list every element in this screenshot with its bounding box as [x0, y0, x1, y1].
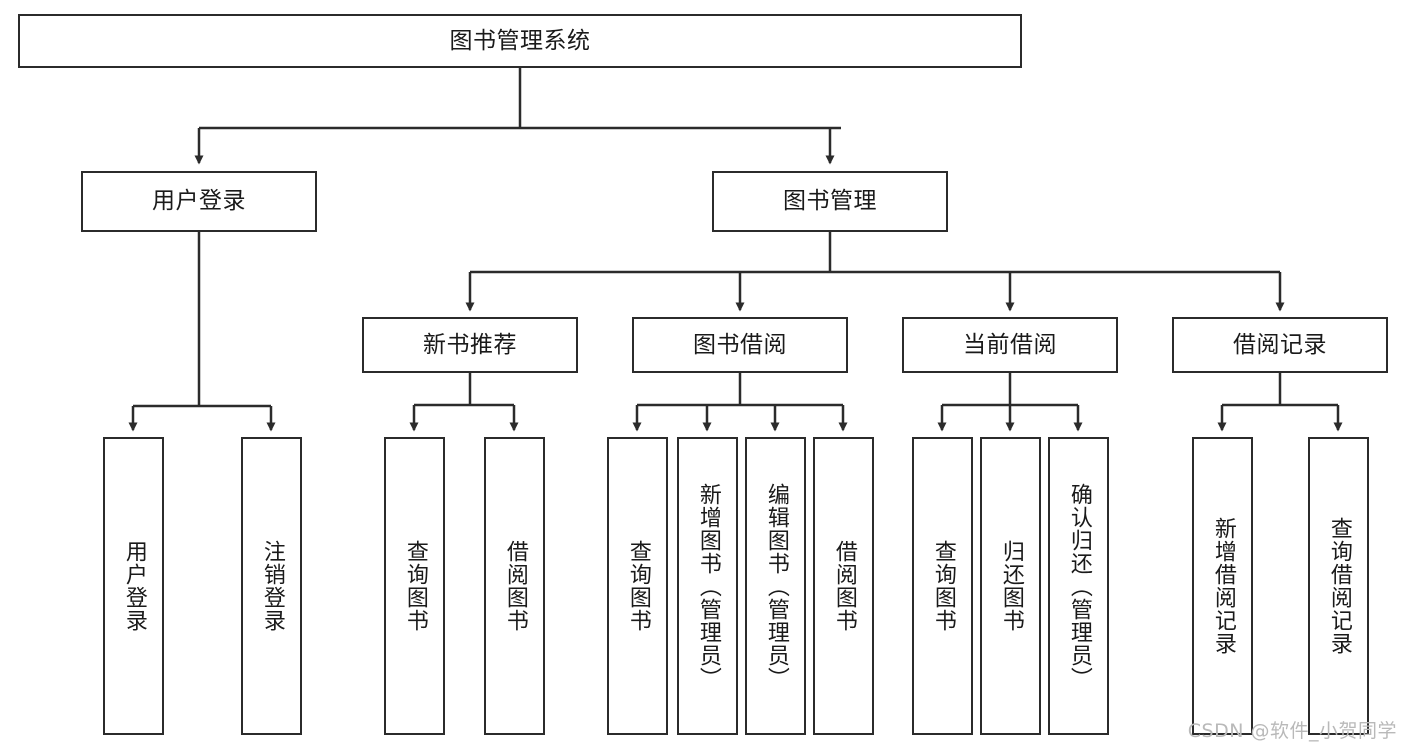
leaf-borrow-book-recommend[interactable]: 借阅图书 [484, 437, 545, 735]
leaf-return-book-label: 归还图书 [998, 540, 1024, 632]
leaf-add-book-admin-label: 新增图书（管理员） [695, 482, 721, 690]
leaf-borrow-book-label: 借阅图书 [831, 540, 857, 632]
leaf-user-login-label: 用户登录 [121, 540, 147, 632]
node-borrow-record-label: 借阅记录 [1233, 331, 1327, 358]
node-book-manage[interactable]: 图书管理 [712, 171, 948, 232]
node-user-login[interactable]: 用户登录 [81, 171, 317, 232]
node-book-borrow-label: 图书借阅 [693, 331, 787, 358]
leaf-query-book-borrow-label: 查询图书 [625, 540, 651, 632]
leaf-logout-label: 注销登录 [259, 540, 285, 632]
node-root-label: 图书管理系统 [449, 27, 591, 54]
leaf-query-book-current[interactable]: 查询图书 [912, 437, 973, 735]
node-root[interactable]: 图书管理系统 [18, 14, 1022, 68]
node-book-borrow[interactable]: 图书借阅 [632, 317, 848, 373]
node-current-borrow-label: 当前借阅 [963, 331, 1057, 358]
leaf-logout[interactable]: 注销登录 [241, 437, 302, 735]
leaf-query-borrow-record[interactable]: 查询借阅记录 [1308, 437, 1369, 735]
leaf-user-login[interactable]: 用户登录 [103, 437, 164, 735]
leaf-return-book[interactable]: 归还图书 [980, 437, 1041, 735]
leaf-query-book-recommend-label: 查询图书 [402, 540, 428, 632]
leaf-confirm-return-admin[interactable]: 确认归还（管理员） [1048, 437, 1109, 735]
node-new-book-recommend-label: 新书推荐 [423, 331, 517, 358]
leaf-query-borrow-record-label: 查询借阅记录 [1326, 517, 1352, 655]
leaf-borrow-book-recommend-label: 借阅图书 [502, 540, 528, 632]
leaf-edit-book-admin[interactable]: 编辑图书（管理员） [745, 437, 806, 735]
node-book-manage-label: 图书管理 [783, 188, 877, 215]
node-new-book-recommend[interactable]: 新书推荐 [362, 317, 578, 373]
leaf-query-book-current-label: 查询图书 [930, 540, 956, 632]
leaf-add-borrow-record[interactable]: 新增借阅记录 [1192, 437, 1253, 735]
leaf-add-book-admin[interactable]: 新增图书（管理员） [677, 437, 738, 735]
node-user-login-label: 用户登录 [152, 188, 246, 215]
watermark: CSDN @软件_小贺同学 [1187, 720, 1397, 742]
leaf-edit-book-admin-label: 编辑图书（管理员） [763, 482, 789, 690]
leaf-query-book-recommend[interactable]: 查询图书 [384, 437, 445, 735]
node-borrow-record[interactable]: 借阅记录 [1172, 317, 1388, 373]
leaf-confirm-return-admin-label: 确认归还（管理员） [1066, 482, 1092, 690]
leaf-borrow-book[interactable]: 借阅图书 [813, 437, 874, 735]
leaf-add-borrow-record-label: 新增借阅记录 [1210, 517, 1236, 655]
node-current-borrow[interactable]: 当前借阅 [902, 317, 1118, 373]
leaf-query-book-borrow[interactable]: 查询图书 [607, 437, 668, 735]
